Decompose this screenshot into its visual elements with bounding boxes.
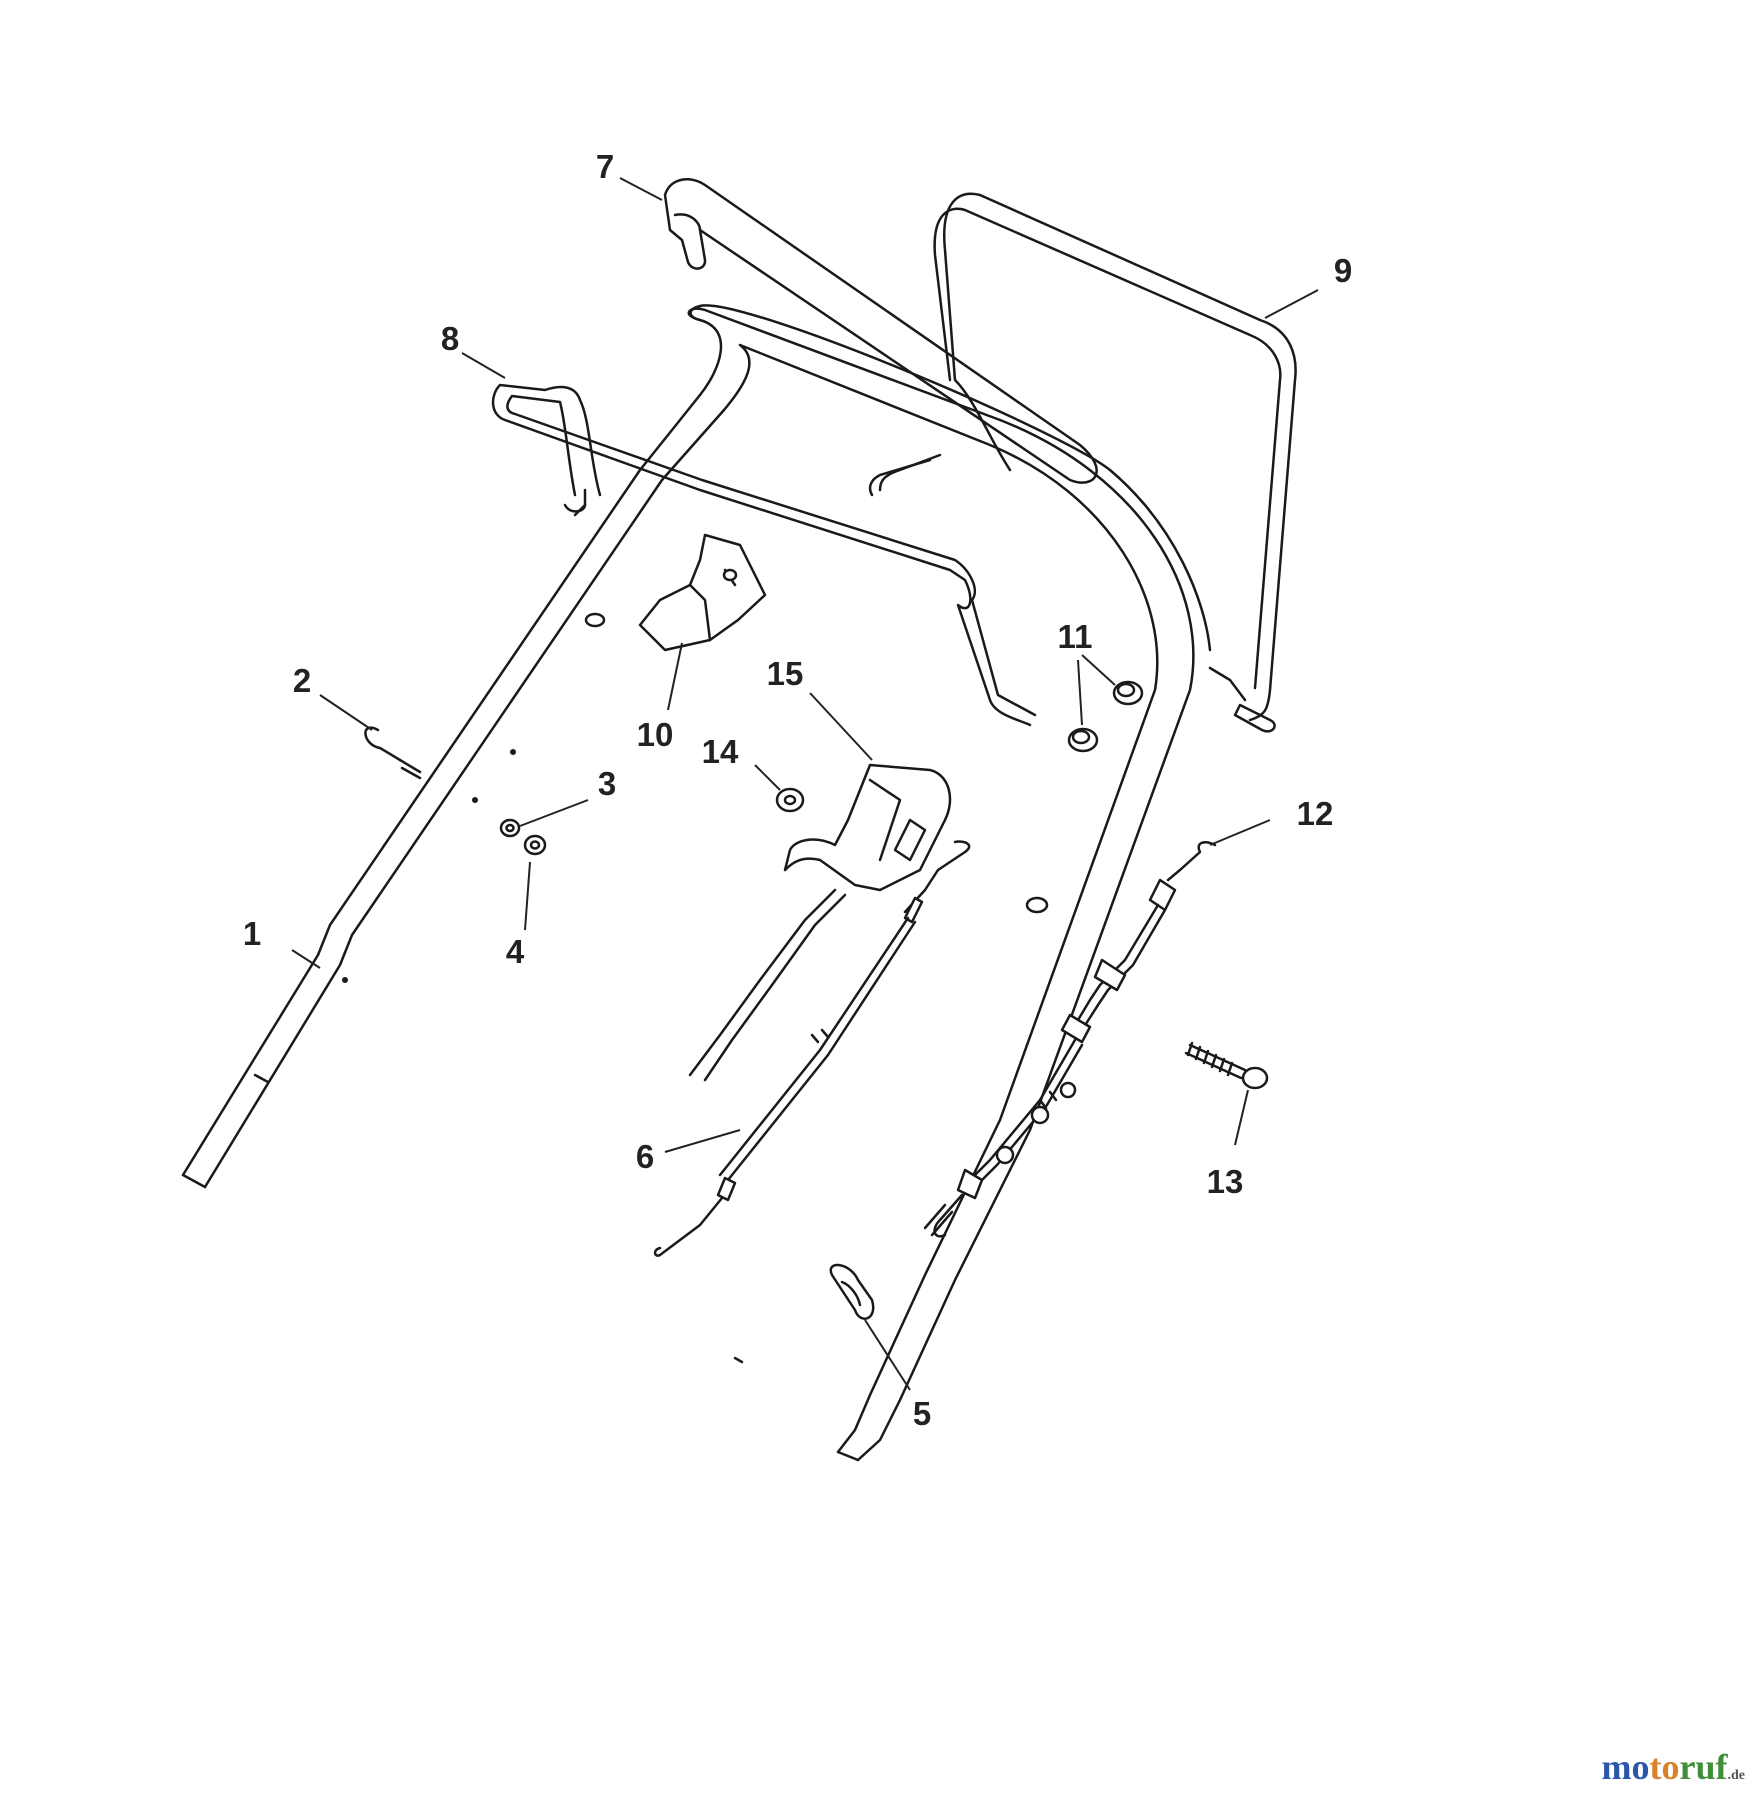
nut xyxy=(523,834,547,856)
mounting-bracket xyxy=(638,533,767,652)
callout-9: 9 xyxy=(1334,252,1352,289)
handle-left-tube xyxy=(181,393,726,1189)
drive-cable xyxy=(923,841,1217,1238)
callout-4: 4 xyxy=(506,933,525,970)
leader-2 xyxy=(319,694,373,731)
watermark-part-2: to xyxy=(1649,1747,1680,1787)
right-bail-wire xyxy=(868,192,1297,733)
callout-5: 5 xyxy=(913,1395,931,1432)
watermark-part-3: ruf xyxy=(1679,1747,1728,1787)
left-bail-wire xyxy=(491,383,1037,727)
cable-clip xyxy=(829,1263,875,1320)
leader-11a xyxy=(1081,654,1116,686)
leader-9 xyxy=(1264,289,1319,319)
leader-3 xyxy=(519,799,589,827)
leader-7 xyxy=(619,177,663,201)
callout-11: 11 xyxy=(1058,618,1093,655)
callout-3: 3 xyxy=(598,765,616,802)
leader-10 xyxy=(667,642,683,711)
leader-12 xyxy=(1209,819,1271,846)
callout-labels: 1 2 3 4 5 6 7 8 9 10 11 12 13 14 15 xyxy=(243,148,1352,1432)
leader-8 xyxy=(461,352,506,379)
watermark-logo: motoruf.de xyxy=(1602,1746,1746,1788)
leader-14 xyxy=(754,764,781,791)
callout-15: 15 xyxy=(767,655,804,692)
callout-10: 10 xyxy=(637,716,674,753)
callout-2: 2 xyxy=(293,662,311,699)
small-nut xyxy=(775,787,805,813)
leader-5 xyxy=(864,1319,911,1391)
top-grip-bar xyxy=(663,178,1098,484)
leader-6 xyxy=(664,1129,741,1153)
callout-13: 13 xyxy=(1207,1163,1244,1200)
plug-upper xyxy=(1112,680,1144,706)
callout-1: 1 xyxy=(243,915,261,952)
leader-lines xyxy=(291,177,1319,1391)
callout-6: 6 xyxy=(636,1138,654,1175)
throttle-control-lever xyxy=(688,763,952,1082)
callout-7: 7 xyxy=(596,148,614,185)
hook-bolt xyxy=(364,726,422,780)
watermark-part-1: mo xyxy=(1601,1747,1650,1787)
leader-11b xyxy=(1077,659,1083,726)
callout-12: 12 xyxy=(1297,795,1334,832)
callout-8: 8 xyxy=(441,320,459,357)
leader-13 xyxy=(1234,1089,1249,1146)
throttle-cable xyxy=(653,840,971,1257)
leader-1 xyxy=(291,949,321,969)
leader-4 xyxy=(524,861,531,931)
callout-14: 14 xyxy=(702,733,739,770)
screw xyxy=(1184,1041,1269,1090)
leader-15 xyxy=(809,692,873,761)
plug-lower xyxy=(1067,727,1099,753)
watermark-tld: .de xyxy=(1727,1768,1746,1783)
washer xyxy=(499,818,521,838)
handle-upper-frame xyxy=(687,304,1212,1462)
